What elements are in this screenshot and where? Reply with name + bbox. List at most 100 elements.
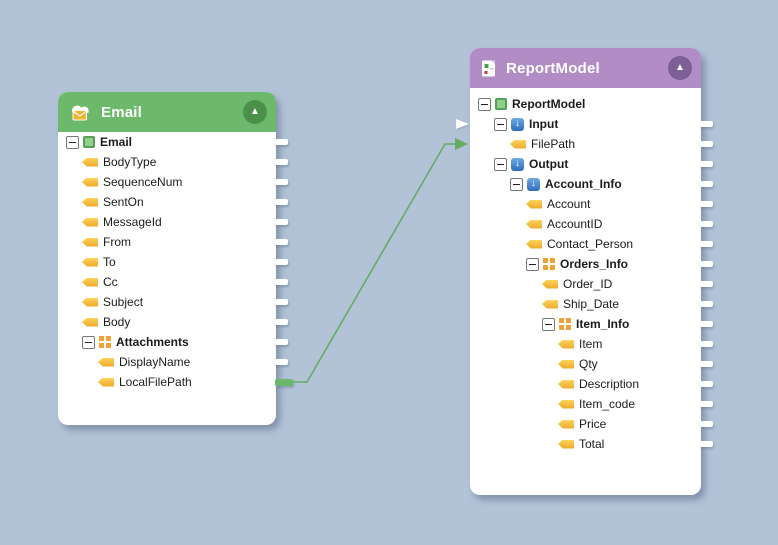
- reportmodel-panel-header[interactable]: ReportModel ▲: [470, 48, 701, 88]
- tree-row[interactable]: Subject: [58, 292, 276, 312]
- complex-element-icon: ↓: [527, 177, 540, 191]
- tree-row[interactable]: SentOn: [58, 192, 276, 212]
- field-tag-icon: [510, 139, 526, 149]
- input-arrow-icon: [456, 119, 469, 129]
- tree-row[interactable]: Item_code: [470, 394, 701, 414]
- tree-row[interactable]: Orders_Info: [470, 254, 701, 274]
- tree-row-label: To: [103, 255, 116, 269]
- repeating-group-icon: [99, 336, 111, 348]
- tree-row[interactable]: Cc: [58, 272, 276, 292]
- tree-row-label: ReportModel: [512, 97, 586, 111]
- connection-port[interactable]: [275, 219, 288, 225]
- connection-port[interactable]: [700, 361, 713, 367]
- collapse-button[interactable]: ▲: [668, 56, 692, 80]
- tree-row[interactable]: BodyType: [58, 152, 276, 172]
- field-tag-icon: [526, 219, 542, 229]
- connection-port[interactable]: [275, 299, 288, 305]
- tree-row[interactable]: Description: [470, 374, 701, 394]
- tree-row[interactable]: Qty: [470, 354, 701, 374]
- tree-row[interactable]: Contact_Person: [470, 234, 701, 254]
- tree-row-label: LocalFilePath: [119, 375, 192, 389]
- tree-row[interactable]: FilePath: [470, 134, 701, 154]
- connection-port[interactable]: [275, 199, 288, 205]
- tree-row[interactable]: LocalFilePath: [58, 372, 276, 392]
- repeating-group-icon: [559, 318, 571, 330]
- tree-row[interactable]: Body: [58, 312, 276, 332]
- connection-port[interactable]: [700, 141, 713, 147]
- connection-port[interactable]: [275, 159, 288, 165]
- tree-row[interactable]: Item: [470, 334, 701, 354]
- connection-port[interactable]: [700, 301, 713, 307]
- tree-row[interactable]: Email: [58, 132, 276, 152]
- connection-port[interactable]: [700, 261, 713, 267]
- tree-row[interactable]: ↓ Account_Info: [470, 174, 701, 194]
- connection-port[interactable]: [700, 281, 713, 287]
- tree-row[interactable]: Price: [470, 414, 701, 434]
- tree-row-label: Attachments: [116, 335, 189, 349]
- tree-row-label: SentOn: [103, 195, 144, 209]
- connection-port[interactable]: [700, 341, 713, 347]
- connection-port[interactable]: [275, 339, 288, 345]
- tree-row[interactable]: Account: [470, 194, 701, 214]
- tree-row-label: Email: [100, 135, 133, 149]
- tree-row[interactable]: Total: [470, 434, 701, 454]
- element-icon: [495, 98, 507, 110]
- tree-row-label: Item_code: [579, 397, 636, 411]
- tree-row[interactable]: ↓Input: [470, 114, 701, 134]
- tree-row[interactable]: Attachments: [58, 332, 276, 352]
- connection-port[interactable]: [275, 319, 288, 325]
- connection-port[interactable]: [700, 221, 713, 227]
- email-envelope-icon: [68, 102, 92, 122]
- tree-row[interactable]: Order_ID: [470, 274, 701, 294]
- connection-port[interactable]: [275, 239, 288, 245]
- connection-port[interactable]: [700, 201, 713, 207]
- connection-port[interactable]: [700, 161, 713, 167]
- tree-row[interactable]: ReportModel: [470, 94, 701, 114]
- tree-row[interactable]: To: [58, 252, 276, 272]
- tree-row[interactable]: AccountID: [470, 214, 701, 234]
- connection-port[interactable]: [275, 139, 288, 145]
- connection-port[interactable]: [700, 401, 713, 407]
- tree-row[interactable]: ↓Output: [470, 154, 701, 174]
- expander-minus-icon[interactable]: [478, 97, 491, 111]
- connection-port[interactable]: [275, 259, 288, 265]
- email-panel-header[interactable]: Email ▲: [58, 92, 276, 132]
- collapse-button[interactable]: ▲: [243, 100, 267, 124]
- tree-row[interactable]: DisplayName: [58, 352, 276, 372]
- expander-minus-icon[interactable]: [494, 117, 507, 131]
- connection-port[interactable]: [275, 379, 293, 386]
- connection-port[interactable]: [275, 179, 288, 185]
- connection-port[interactable]: [700, 241, 713, 247]
- tree-row-label: Account_Info: [545, 177, 622, 191]
- connection-port[interactable]: [700, 321, 713, 327]
- field-tag-icon: [82, 297, 98, 307]
- connection-port[interactable]: [275, 359, 288, 365]
- tree-row[interactable]: SequenceNum: [58, 172, 276, 192]
- connection-port[interactable]: [700, 441, 713, 447]
- mapping-connector-line[interactable]: [293, 143, 456, 383]
- expander-minus-icon[interactable]: [526, 257, 539, 271]
- connection-port[interactable]: [700, 121, 713, 127]
- connection-port[interactable]: [700, 421, 713, 427]
- tree-row-label: Cc: [103, 275, 118, 289]
- tree-row[interactable]: Item_Info: [470, 314, 701, 334]
- expander-minus-icon[interactable]: [494, 157, 507, 171]
- expander-minus-icon[interactable]: [82, 335, 95, 349]
- connection-port[interactable]: [700, 381, 713, 387]
- field-tag-icon: [542, 279, 558, 289]
- tree-row[interactable]: From: [58, 232, 276, 252]
- tree-row[interactable]: Ship_Date: [470, 294, 701, 314]
- tree-row[interactable]: MessageId: [58, 212, 276, 232]
- connection-port[interactable]: [700, 181, 713, 187]
- expander-minus-icon[interactable]: [510, 177, 523, 191]
- expander-minus-icon[interactable]: [542, 317, 555, 331]
- expander-minus-icon[interactable]: [66, 135, 79, 149]
- connection-port[interactable]: [275, 279, 288, 285]
- tree-row-label: DisplayName: [119, 355, 191, 369]
- field-tag-icon: [82, 197, 98, 207]
